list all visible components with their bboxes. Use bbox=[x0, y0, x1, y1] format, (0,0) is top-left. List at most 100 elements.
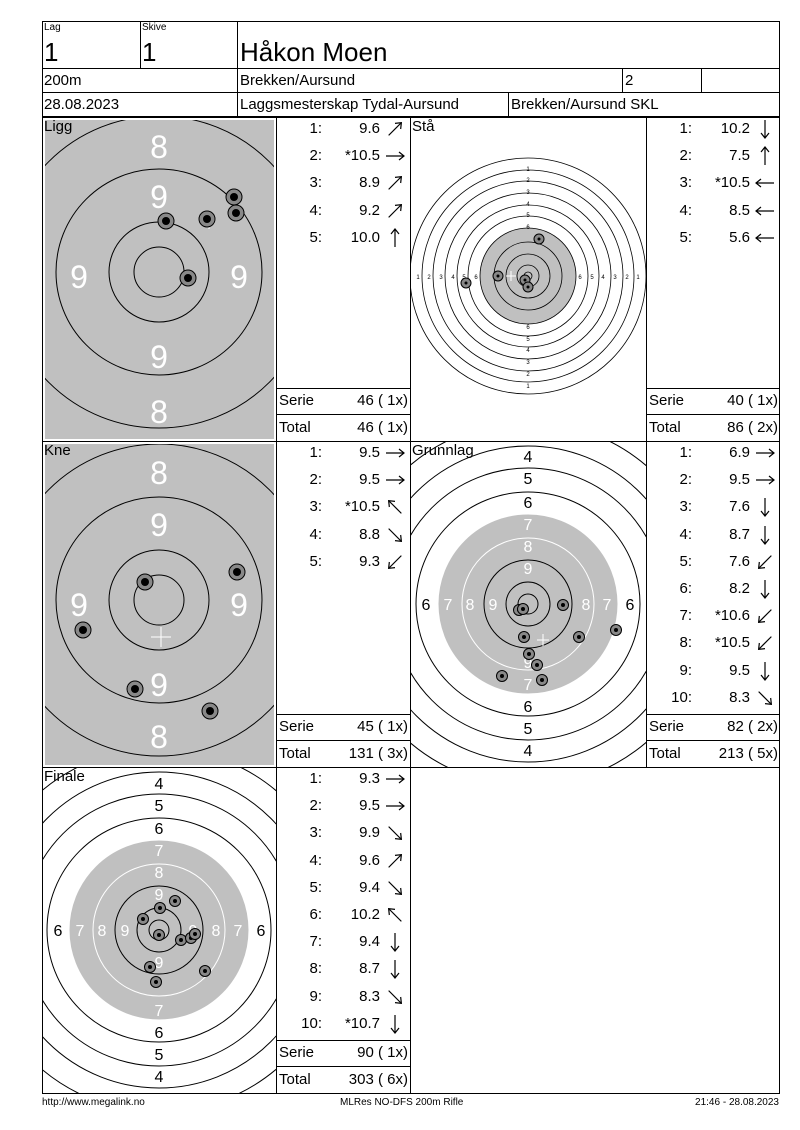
shot-row: 2:*10.5 bbox=[277, 147, 410, 174]
shot-number: 1: bbox=[309, 120, 322, 137]
shot-row: 6: 10.2 bbox=[277, 906, 410, 933]
shot-score: 8.3 bbox=[729, 688, 750, 706]
shot-number: 2: bbox=[309, 147, 322, 165]
shot-score: 7.6 bbox=[729, 552, 750, 570]
grunnlag-total-value: 213 ( 5x) bbox=[718, 745, 778, 762]
shot-number: 7: bbox=[309, 933, 322, 951]
svg-text:9: 9 bbox=[121, 923, 130, 940]
svg-text:9: 9 bbox=[150, 179, 168, 215]
svg-text:4: 4 bbox=[526, 348, 530, 354]
sta-total-line bbox=[646, 414, 780, 415]
kne-total-value: 131 ( 3x) bbox=[348, 745, 408, 762]
shot-score: 7.5 bbox=[729, 147, 750, 165]
shot-row: 4:9.6 bbox=[277, 852, 410, 879]
shot-score: *10.6 bbox=[714, 607, 750, 625]
shot-score: 10.2 bbox=[350, 906, 380, 923]
svg-text:8: 8 bbox=[582, 597, 591, 614]
sta-total-label: Total bbox=[649, 419, 681, 436]
grunnlag-shots bbox=[496, 599, 622, 686]
finale-total-line bbox=[276, 1066, 410, 1067]
direction-arrow-icon bbox=[388, 826, 403, 841]
svg-text:4: 4 bbox=[155, 776, 164, 793]
ligg-serie-row: Serie 46 ( 1x) bbox=[277, 392, 410, 412]
shot-number: 9: bbox=[309, 987, 322, 1005]
ligg-serie-line bbox=[276, 388, 410, 389]
shot-row: 10:*10.7 bbox=[277, 1014, 410, 1042]
shot-number: 3: bbox=[309, 498, 322, 516]
shot-number: 4: bbox=[309, 525, 322, 543]
shot-row: 7:9.4 bbox=[277, 933, 410, 960]
shot-number: 5: bbox=[309, 228, 322, 246]
class: 2 bbox=[625, 72, 634, 89]
svg-text:6: 6 bbox=[526, 325, 530, 331]
svg-text:8: 8 bbox=[212, 923, 221, 940]
svg-text:5: 5 bbox=[526, 337, 530, 343]
svg-text:6: 6 bbox=[54, 923, 63, 940]
kne-total-label: Total bbox=[279, 745, 311, 762]
shot-row: 4:8.8 bbox=[277, 526, 410, 553]
direction-arrow-icon bbox=[757, 609, 772, 624]
shot-row: 1:9.5 bbox=[277, 444, 410, 471]
shot-row: 3:9.9 bbox=[277, 824, 410, 851]
sta-total-value: 86 ( 2x) bbox=[727, 419, 778, 436]
svg-text:3: 3 bbox=[526, 360, 530, 366]
header-vline-2 bbox=[237, 21, 238, 117]
svg-text:6: 6 bbox=[257, 923, 266, 940]
shot-score: 9.3 bbox=[359, 552, 380, 570]
grunnlag-target: 4 5 6 7 8 9 9 7 6 5 4 6 7 8 9 8 7 6 bbox=[411, 442, 646, 767]
finale-total-row: Total 303 ( 6x) bbox=[277, 1071, 410, 1091]
svg-text:1: 1 bbox=[416, 275, 420, 281]
finale-total-value: 303 ( 6x) bbox=[348, 1071, 408, 1088]
shot-number: 2: bbox=[679, 471, 692, 489]
shot-row: 9:9.5 bbox=[647, 661, 780, 689]
svg-text:6: 6 bbox=[155, 821, 164, 838]
shot-row: 8:*10.5 bbox=[647, 634, 780, 661]
results-grid bbox=[42, 117, 780, 1094]
svg-text:9: 9 bbox=[524, 561, 533, 578]
direction-arrow-icon bbox=[755, 178, 774, 188]
shot-score: *10.5 bbox=[714, 174, 750, 192]
footer-url[interactable]: http://www.megalink.no bbox=[42, 1097, 145, 1108]
grunnlag-title: Grunnlag bbox=[412, 442, 474, 459]
shot-score: 8.2 bbox=[729, 580, 750, 597]
skive-value: 1 bbox=[142, 37, 157, 67]
shot-number: 8: bbox=[679, 634, 692, 652]
shot-number: 9: bbox=[679, 661, 692, 679]
svg-text:9: 9 bbox=[155, 955, 164, 972]
header-vline-1 bbox=[140, 21, 141, 68]
direction-arrow-icon bbox=[388, 176, 403, 191]
grunnlag-serie-label: Serie bbox=[649, 718, 685, 735]
shot-row: 1:10.2 bbox=[647, 120, 780, 147]
direction-arrow-icon bbox=[388, 121, 403, 136]
sta-serie-line bbox=[646, 388, 780, 389]
shot-score: 9.4 bbox=[359, 878, 380, 896]
svg-text:8: 8 bbox=[150, 455, 168, 491]
svg-text:7: 7 bbox=[76, 923, 85, 940]
shot-number: 8: bbox=[309, 960, 322, 978]
svg-text:7: 7 bbox=[444, 597, 453, 614]
direction-arrow-icon bbox=[386, 475, 405, 485]
ligg-total-row: Total 46 ( 1x) bbox=[277, 419, 410, 439]
shot-score: 7.6 bbox=[729, 498, 750, 516]
svg-text:5: 5 bbox=[155, 798, 164, 815]
direction-arrow-icon bbox=[387, 555, 402, 569]
shot-score: 10.2 bbox=[720, 120, 750, 137]
shot-number: 10: bbox=[301, 1014, 322, 1032]
shot-number: 6: bbox=[309, 906, 322, 923]
lag-value: 1 bbox=[44, 37, 59, 67]
svg-text:8: 8 bbox=[150, 719, 168, 755]
distance: 200m bbox=[44, 72, 82, 89]
sta-serie-value: 40 ( 1x) bbox=[727, 392, 778, 409]
shot-row: 4:9.2 bbox=[277, 202, 410, 229]
svg-text:5: 5 bbox=[590, 275, 594, 281]
ligg-title: Ligg bbox=[44, 118, 73, 135]
svg-text:4: 4 bbox=[526, 202, 530, 208]
svg-text:2: 2 bbox=[427, 275, 431, 281]
shot-row: 3:8.9 bbox=[277, 174, 410, 201]
kne-target: 8 9 9 9 9 8 Kne bbox=[43, 442, 276, 767]
direction-arrow-icon bbox=[757, 555, 772, 569]
header-vline-5 bbox=[508, 92, 509, 117]
